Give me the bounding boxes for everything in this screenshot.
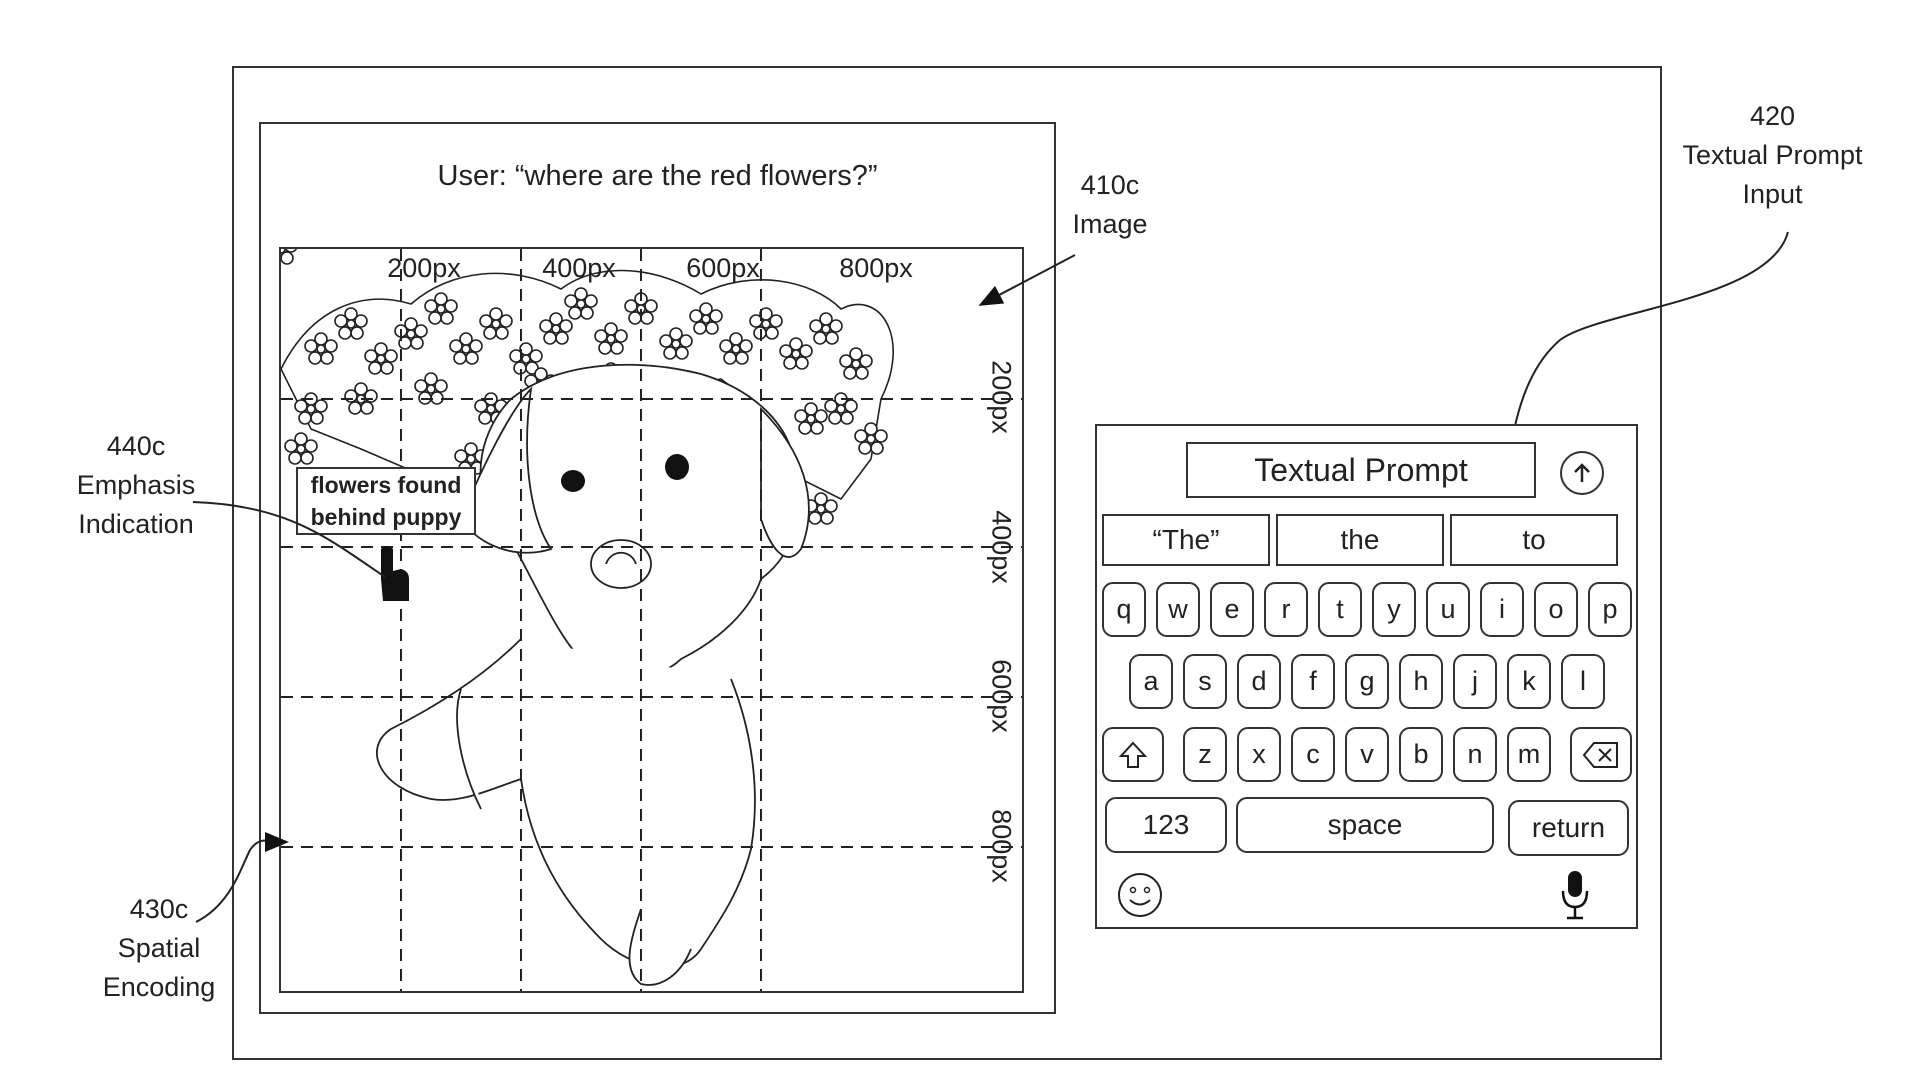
- key-o[interactable]: o: [1534, 582, 1578, 637]
- suggestion-3[interactable]: to: [1450, 514, 1618, 566]
- device-frame: [232, 66, 1662, 1060]
- emoji-icon: [1118, 873, 1162, 917]
- emphasis-callout: flowers found behind puppy: [296, 467, 476, 535]
- prompt-ref-line2: Input: [1742, 179, 1803, 209]
- key-n[interactable]: n: [1453, 727, 1497, 782]
- key-t[interactable]: t: [1318, 582, 1362, 637]
- puppy-flowers-illustration: [281, 249, 1022, 991]
- suggestion-1[interactable]: “The”: [1102, 514, 1270, 566]
- key-b[interactable]: b: [1399, 727, 1443, 782]
- key-a[interactable]: a: [1129, 654, 1173, 709]
- emphasis-ref-line2: Indication: [78, 509, 194, 539]
- delete-key[interactable]: [1570, 727, 1632, 782]
- shift-icon: [1118, 741, 1148, 768]
- spatial-reference-label: 430c Spatial Encoding: [94, 890, 224, 1007]
- key-r[interactable]: r: [1264, 582, 1308, 637]
- key-e[interactable]: e: [1210, 582, 1254, 637]
- emphasis-reference-label: 440c Emphasis Indication: [66, 427, 206, 544]
- image-panel: [259, 122, 1056, 1014]
- key-g[interactable]: g: [1345, 654, 1389, 709]
- numbers-key[interactable]: 123: [1105, 797, 1227, 853]
- shift-key[interactable]: [1102, 727, 1164, 782]
- microphone-button[interactable]: [1558, 869, 1592, 921]
- key-f[interactable]: f: [1291, 654, 1335, 709]
- key-c[interactable]: c: [1291, 727, 1335, 782]
- x-tick-200: 200px: [387, 253, 461, 283]
- x-tick-400: 400px: [542, 253, 616, 283]
- user-question: User: “where are the red flowers?”: [437, 160, 878, 192]
- key-l[interactable]: l: [1561, 654, 1605, 709]
- textual-prompt-input[interactable]: Textual Prompt: [1186, 442, 1536, 498]
- image-ref-name: Image: [1072, 209, 1148, 239]
- microphone-icon: [1561, 871, 1589, 920]
- key-d[interactable]: d: [1237, 654, 1281, 709]
- spatial-ref-line2: Encoding: [102, 972, 216, 1002]
- callout-line-1: flowers found: [310, 472, 462, 498]
- key-j[interactable]: j: [1453, 654, 1497, 709]
- x-tick-800: 800px: [839, 253, 913, 283]
- prompt-ref-line1: Textual Prompt: [1682, 140, 1863, 170]
- emoji-button[interactable]: [1116, 871, 1164, 919]
- key-p[interactable]: p: [1588, 582, 1632, 637]
- emphasis-ref-line1: Emphasis: [76, 470, 196, 500]
- return-key[interactable]: return: [1508, 800, 1629, 856]
- callout-line-2: behind puppy: [310, 504, 462, 530]
- key-z[interactable]: z: [1183, 727, 1227, 782]
- spatial-ref-number: 430c: [129, 894, 189, 924]
- delete-icon: [1582, 741, 1618, 768]
- send-button[interactable]: [1560, 451, 1604, 495]
- space-key[interactable]: space: [1236, 797, 1494, 853]
- key-s[interactable]: s: [1183, 654, 1227, 709]
- key-q[interactable]: q: [1102, 582, 1146, 637]
- prompt-ref-number: 420: [1749, 101, 1796, 131]
- key-h[interactable]: h: [1399, 654, 1443, 709]
- key-m[interactable]: m: [1507, 727, 1551, 782]
- key-w[interactable]: w: [1156, 582, 1200, 637]
- emphasis-ref-number: 440c: [106, 431, 166, 461]
- image-ref-number: 410c: [1080, 170, 1140, 200]
- spatial-ref-line1: Spatial: [117, 933, 201, 963]
- suggestion-2[interactable]: the: [1276, 514, 1444, 566]
- up-arrow-icon: [1574, 463, 1590, 482]
- image-reference-label: 410c Image: [1060, 166, 1160, 244]
- key-k[interactable]: k: [1507, 654, 1551, 709]
- key-v[interactable]: v: [1345, 727, 1389, 782]
- key-u[interactable]: u: [1426, 582, 1470, 637]
- key-y[interactable]: y: [1372, 582, 1416, 637]
- prompt-reference-label: 420 Textual Prompt Input: [1670, 97, 1875, 214]
- image-area: [279, 247, 1024, 993]
- key-i[interactable]: i: [1480, 582, 1524, 637]
- x-tick-600: 600px: [686, 253, 760, 283]
- key-x[interactable]: x: [1237, 727, 1281, 782]
